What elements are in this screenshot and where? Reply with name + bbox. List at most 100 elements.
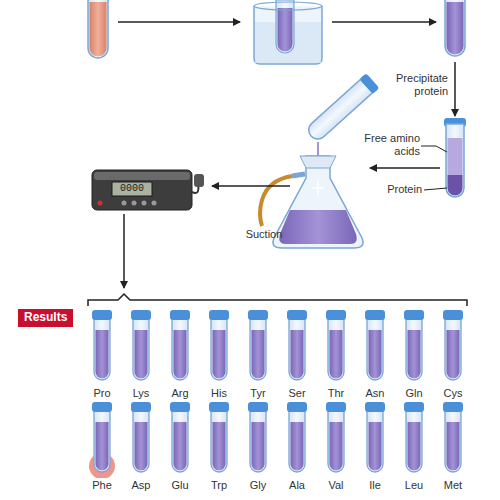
- tube-liquid: [213, 422, 226, 471]
- test-tube: [165, 402, 195, 478]
- amino-acid-label: Ser: [278, 387, 316, 400]
- tube-holder: [165, 402, 195, 478]
- analyser: [92, 170, 204, 210]
- callout-label: Suction: [236, 228, 292, 241]
- amino-acid-label: Glu: [161, 479, 199, 492]
- test-tube: [165, 310, 195, 386]
- tube-glass: [445, 410, 461, 472]
- tube-cap: [365, 310, 385, 320]
- tube-holder: [282, 402, 312, 478]
- test-tube: [126, 402, 156, 478]
- amino-acid-label: Met: [434, 479, 472, 492]
- test-tube: [360, 310, 390, 386]
- tube-node: Cys: [434, 310, 472, 400]
- tube-node: Trp: [200, 402, 238, 492]
- tube-holder: [360, 402, 390, 478]
- amino-acid-label: Gln: [395, 387, 433, 400]
- tube-liquid: [96, 330, 109, 379]
- flow-arrow: [118, 21, 240, 23]
- tube-liquid: [213, 330, 226, 379]
- flow-arrow: [370, 167, 440, 169]
- tube-node: Gly: [239, 402, 277, 492]
- tube-node: Arg: [161, 310, 199, 400]
- amino-acid-label: Trp: [200, 479, 238, 492]
- tube-cap: [287, 402, 307, 412]
- tube-liquid: [408, 422, 421, 471]
- test-tube: [126, 310, 156, 386]
- tube-liquid: [291, 422, 304, 471]
- amino-acid-label: Phe: [83, 479, 121, 492]
- beaker: [254, 0, 322, 64]
- test-tube: [399, 402, 429, 478]
- tube-holder: [438, 402, 468, 478]
- amino-acid-label: Ala: [278, 479, 316, 492]
- tube-cap: [443, 310, 463, 320]
- tube-holder: [204, 402, 234, 478]
- tube-liquid: [291, 330, 304, 379]
- tube-holder: [282, 310, 312, 386]
- tube-cap: [131, 310, 151, 320]
- tube-liquid: [135, 330, 148, 379]
- amino-acid-label: Gly: [239, 479, 277, 492]
- tube-cap: [209, 402, 229, 412]
- tube-node: Glu: [161, 402, 199, 492]
- tube-node: Lys: [122, 310, 160, 400]
- tube-cap: [248, 310, 268, 320]
- tube-glass: [328, 410, 344, 472]
- tube-glass: [133, 410, 149, 472]
- tube-glass: [445, 318, 461, 380]
- tube-holder: [438, 310, 468, 386]
- tube-cap: [248, 402, 268, 412]
- tube-node: Thr: [317, 310, 355, 400]
- test-tube: [321, 310, 351, 386]
- tube-glass: [94, 318, 110, 380]
- tube-cap: [404, 402, 424, 412]
- filter-flask: [273, 156, 363, 248]
- tube-holder: [126, 310, 156, 386]
- tube-glass: [367, 318, 383, 380]
- flow-arrow: [212, 185, 290, 187]
- tube-liquid: [447, 330, 460, 379]
- amino-acid-label: Lys: [122, 387, 160, 400]
- test-tube: [243, 402, 273, 478]
- tube-node: Pro: [83, 310, 121, 400]
- tube-glass: [289, 318, 305, 380]
- tube-glass: [172, 410, 188, 472]
- tube-glass: [133, 318, 149, 380]
- tube-node: His: [200, 310, 238, 400]
- amino-acid-label: Asn: [356, 387, 394, 400]
- tube-holder: [87, 402, 117, 478]
- test-tube: [282, 310, 312, 386]
- tube-holder: [87, 310, 117, 386]
- tube-liquid: [369, 422, 382, 471]
- tube-holder: [204, 310, 234, 386]
- tube-liquid: [135, 422, 148, 471]
- flow-arrow: [454, 62, 456, 116]
- results-bracket: [88, 294, 467, 306]
- tube-node: Ile: [356, 402, 394, 492]
- tube-holder: [165, 310, 195, 386]
- amino-acid-label: Ile: [356, 479, 394, 492]
- leader-line: [424, 188, 447, 190]
- tube-holder: [360, 310, 390, 386]
- tube-liquid: [369, 330, 382, 379]
- tube-liquid: [252, 330, 265, 379]
- test-tube: [438, 310, 468, 386]
- tube-cap: [287, 310, 307, 320]
- tube-cap: [170, 310, 190, 320]
- tube-node: Asn: [356, 310, 394, 400]
- tube-glass: [328, 318, 344, 380]
- callout-label: Free amino acids: [356, 132, 420, 157]
- tube-cap: [326, 310, 346, 320]
- tube-glass: [211, 410, 227, 472]
- amino-acid-label: Tyr: [239, 387, 277, 400]
- tube-glass: [94, 410, 110, 472]
- tube-cap: [209, 310, 229, 320]
- tube-holder: [399, 402, 429, 478]
- test-tube: [87, 402, 117, 478]
- tube-node: Met: [434, 402, 472, 492]
- tube-glass: [406, 410, 422, 472]
- tube-node: Val: [317, 402, 355, 492]
- callout-label: Protein: [378, 183, 422, 196]
- test-tube: [282, 402, 312, 478]
